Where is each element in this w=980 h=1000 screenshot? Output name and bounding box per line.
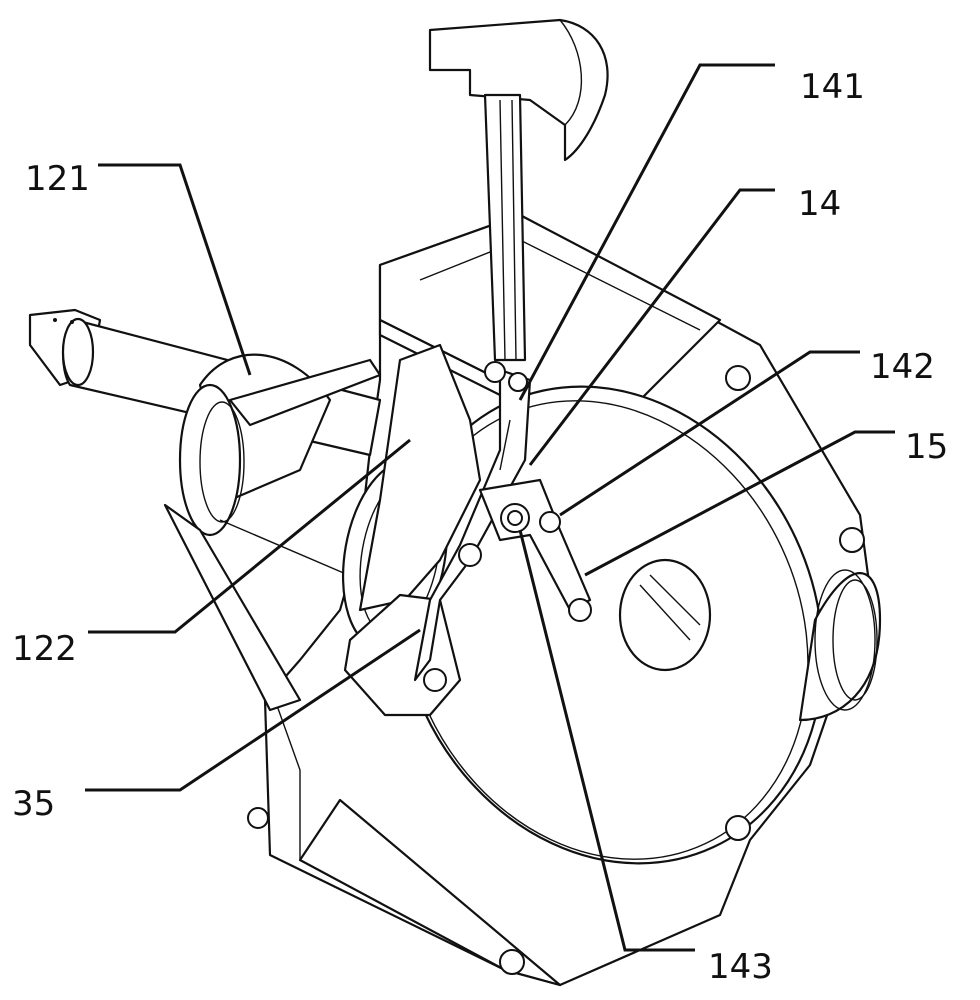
label-143: 143 xyxy=(708,947,773,987)
bolt-icon xyxy=(839,527,865,553)
bolt-icon xyxy=(247,807,269,829)
leader-lines xyxy=(85,63,895,952)
label-14: 14 xyxy=(798,184,841,224)
pin-icon xyxy=(568,598,592,622)
label-142: 142 xyxy=(870,347,935,387)
right-hub xyxy=(798,569,882,722)
leader-line-35 xyxy=(85,628,421,792)
bolt-icon xyxy=(499,949,525,975)
bolt-icon xyxy=(725,815,751,841)
pin-icon xyxy=(484,361,506,383)
leader-line-142 xyxy=(559,350,860,517)
t-handle xyxy=(428,18,609,362)
bolts xyxy=(247,361,865,975)
label-35: 35 xyxy=(12,784,55,824)
label-122: 122 xyxy=(12,629,77,669)
label-121: 121 xyxy=(25,159,90,199)
label-141: 141 xyxy=(800,67,865,107)
leader-line-122 xyxy=(88,438,411,634)
leader-line-121 xyxy=(98,163,252,376)
bolt-icon xyxy=(725,365,751,391)
label-15: 15 xyxy=(905,427,948,467)
pin-icon xyxy=(423,668,447,692)
leader-line-14 xyxy=(528,188,775,466)
left-shaft xyxy=(28,308,382,712)
leader-line-15 xyxy=(584,430,895,577)
reference-labels: 121 141 14 142 15 122 35 143 xyxy=(12,67,948,987)
pivot-pin-icon xyxy=(507,510,523,526)
leader-line-143 xyxy=(518,529,695,952)
leader-line-141 xyxy=(518,63,775,401)
pin-icon xyxy=(539,511,561,533)
pin-icon xyxy=(458,543,482,567)
pin-icon xyxy=(508,372,528,392)
